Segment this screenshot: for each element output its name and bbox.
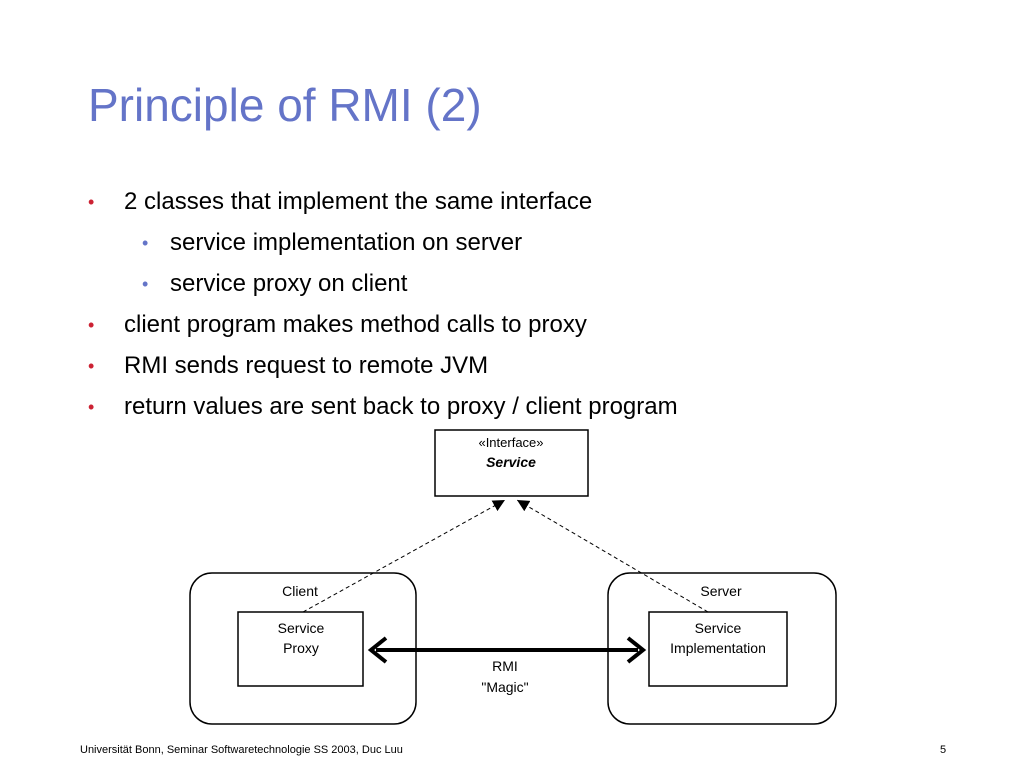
- bullet-item: • 2 classes that implement the same inte…: [88, 188, 593, 216]
- interface-box: [434, 429, 589, 497]
- bullet-icon: •: [142, 274, 149, 294]
- impl-implements-arrow: [516, 499, 709, 613]
- slide-title: Principle of RMI (2): [88, 79, 482, 131]
- server-label: Server: [700, 583, 742, 599]
- bullet-item: • return values are sent back to proxy /…: [88, 393, 678, 421]
- service-impl-label-1: Service: [695, 620, 742, 636]
- bullet-item: • RMI sends request to remote JVM: [88, 352, 489, 380]
- bullet-text: return values are sent back to proxy / c…: [124, 393, 678, 420]
- bullet-icon: •: [88, 356, 95, 376]
- bullet-text: RMI sends request to remote JVM: [124, 352, 489, 379]
- service-impl-box: [648, 611, 788, 687]
- footer-text: Universität Bonn, Seminar Softwaretechno…: [80, 744, 403, 756]
- service-proxy-box: [237, 611, 364, 687]
- bullet-text: 2 classes that implement the same interf…: [124, 188, 593, 215]
- bullet-icon: •: [142, 233, 149, 253]
- bullet-item: • service proxy on client: [142, 270, 408, 298]
- bullet-text: client program makes method calls to pro…: [124, 311, 587, 338]
- proxy-implements-arrow: [302, 499, 506, 613]
- bullet-item: • service implementation on server: [142, 229, 523, 257]
- bullet-text: service implementation on server: [170, 229, 523, 256]
- client-label: Client: [282, 583, 318, 599]
- interface-stereotype: «Interface»: [478, 435, 543, 450]
- bullet-icon: •: [88, 315, 95, 335]
- bullet-text: service proxy on client: [170, 270, 408, 297]
- bullet-icon: •: [88, 192, 95, 212]
- rmi-double-arrow: [367, 636, 647, 664]
- service-proxy-label-2: Proxy: [283, 640, 319, 656]
- service-impl-label-2: Implementation: [670, 640, 766, 656]
- service-proxy-label-1: Service: [278, 620, 325, 636]
- page-number: 5: [940, 744, 947, 756]
- rmi-label-2: "Magic": [481, 679, 528, 695]
- interface-name: Service: [486, 454, 536, 470]
- bullet-icon: •: [88, 397, 95, 417]
- bullet-item: • client program makes method calls to p…: [88, 311, 587, 339]
- rmi-label-1: RMI: [492, 658, 518, 674]
